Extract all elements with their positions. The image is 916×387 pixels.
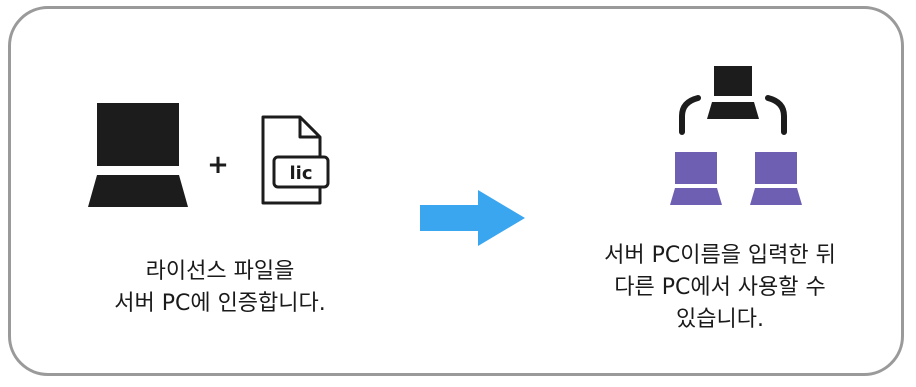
license-file-icon: lic	[261, 115, 330, 205]
right-arrow-icon	[420, 190, 525, 246]
license-illustration: + lic	[88, 103, 330, 207]
network-caption-line1: 서버 PC이름을 입력한 뒤	[604, 243, 836, 268]
network-caption-line2: 다른 PC에서 사용할 수	[614, 275, 826, 300]
plus-sign: +	[207, 150, 229, 180]
connection-left-icon	[679, 95, 701, 135]
client-pc-left-icon	[670, 152, 722, 205]
network-caption-line3: 있습니다.	[676, 307, 764, 332]
server-pc-icon	[707, 66, 759, 119]
network-illustration	[670, 66, 802, 205]
license-caption-line1: 라이선스 파일을	[145, 259, 295, 284]
connection-right-icon	[765, 95, 787, 135]
license-caption-line2: 서버 PC에 인증합니다.	[114, 291, 326, 316]
license-file-tag: lic	[289, 163, 312, 184]
client-pc-right-icon	[750, 152, 802, 205]
laptop-icon	[88, 103, 188, 207]
